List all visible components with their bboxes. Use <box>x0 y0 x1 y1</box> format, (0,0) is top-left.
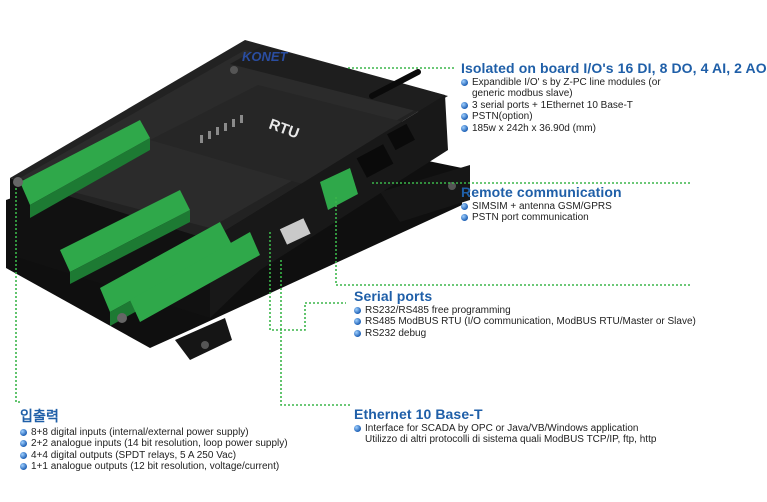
section-isolated-io: Isolated on board I/O's 16 DI, 8 DO, 4 A… <box>461 60 767 134</box>
bullet-icon <box>354 425 361 432</box>
list-item: 185w x 242h x 36.90d (mm) <box>461 123 767 134</box>
bullet-icon <box>20 429 27 436</box>
bullet-icon <box>354 318 361 326</box>
section-title: Isolated on board I/O's 16 DI, 8 DO, 4 A… <box>461 60 767 76</box>
list-item: SIMSIM + antenna GSM/GPRS <box>461 201 622 212</box>
bullet-icon <box>461 203 468 210</box>
brand-logo: KONET <box>242 49 288 64</box>
section-title: Remote communication <box>461 184 622 200</box>
list-item: 8+8 digital inputs (internal/external po… <box>20 427 288 438</box>
list-item: 4+4 digital outputs (SPDT relays, 5 A 25… <box>20 450 288 461</box>
list-item: Expandible I/O' s by Z-PC line modules (… <box>461 77 767 88</box>
list-item: PSTN(option) <box>461 111 767 122</box>
bullet-icon <box>20 451 27 459</box>
serial-connector <box>279 218 311 245</box>
list-item: PSTN port communication <box>461 212 622 223</box>
section-remote-communication: Remote communication SIMSIM + antenna GS… <box>461 184 622 224</box>
list-item: 2+2 analogue inputs (14 bit resolution, … <box>20 438 288 449</box>
bullet-icon <box>461 214 468 222</box>
section-title: 입출력 <box>20 408 59 424</box>
section-title: Serial ports <box>354 288 433 304</box>
bullet-icon <box>461 79 468 86</box>
section-serial-ports: Serial ports RS232/RS485 free programmin… <box>354 288 696 339</box>
list-item: Utilizzo di altri protocolli di sistema … <box>365 434 657 446</box>
bullet-icon <box>461 124 468 132</box>
list-item: Interface for SCADA by OPC or Java/VB/Wi… <box>354 423 656 434</box>
bullet-icon <box>354 307 361 314</box>
bullet-icon <box>461 113 468 121</box>
list-item: 3 serial ports + 1Ethernet 10 Base-T <box>461 100 767 111</box>
list-item: 1+1 analogue outputs (12 bit resolution,… <box>20 461 288 472</box>
list-item: generic modbus slave) <box>472 88 573 100</box>
bullet-icon <box>20 440 27 448</box>
section-ethernet: Ethernet 10 Base-T Interface for SCADA b… <box>354 406 656 446</box>
terminal-blocks <box>20 120 358 326</box>
section-title: Ethernet 10 Base-T <box>354 406 483 422</box>
leader-lines <box>15 67 692 406</box>
bullet-icon <box>461 101 468 109</box>
section-io: 입출력 8+8 digital inputs (internal/externa… <box>20 406 288 473</box>
list-item: RS485 ModBUS RTU (I/O communication, Mod… <box>354 316 696 327</box>
bullet-icon <box>354 329 361 337</box>
bullet-icon <box>20 463 27 471</box>
list-item: RS232/RS485 free programming <box>354 305 696 316</box>
list-item: RS232 debug <box>354 328 696 339</box>
